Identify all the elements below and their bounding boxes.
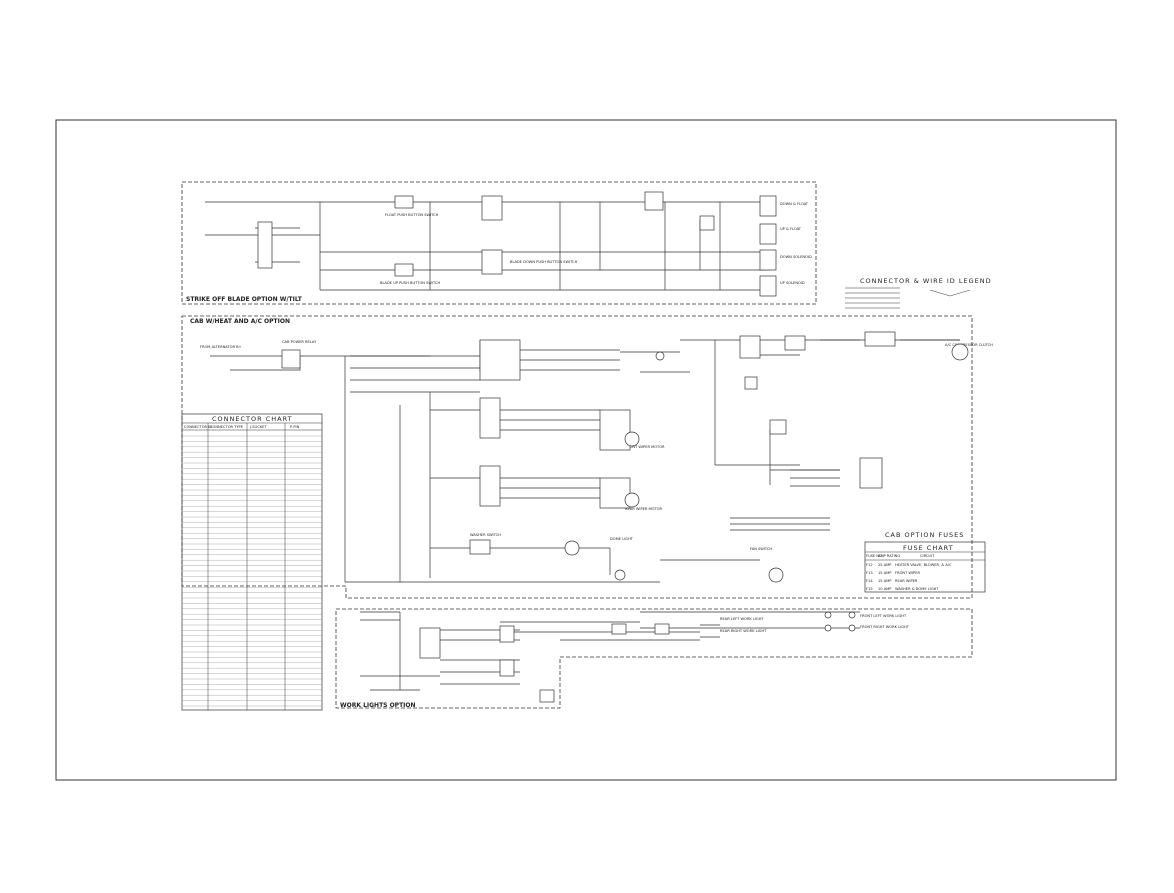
rear-right-work-label: REAR RIGHT WORK LIGHT [720, 629, 767, 633]
svg-text:F15: F15 [866, 587, 873, 591]
cab-hvac-section: CAB W/HEAT AND A/C OPTION FROM ALTERNATO… [181, 315, 993, 599]
legend-title: CONNECTOR & WIRE ID LEGEND [860, 277, 992, 285]
fuse-chart-title: CAB OPTION FUSES [885, 531, 964, 539]
fuse-row: F13 15 AMP FRONT WIPER [866, 571, 920, 575]
dome-light-label: DOME LIGHT [610, 537, 634, 541]
cab-hvac-title: CAB W/HEAT AND A/C OPTION [190, 318, 290, 325]
fuse-row: F15 10 AMP WASHER & DOME LIGHT [866, 587, 939, 591]
fan-switch-label: FAN SWITCH [750, 547, 772, 551]
strike-off-title: STRIKE OFF BLADE OPTION W/TILT [186, 296, 303, 303]
strike-off-section: STRIKE OFF BLADE OPTION W/TILT [181, 181, 817, 305]
cc-col-1: CONNECTOR TYPE [210, 425, 244, 429]
svg-text:F14: F14 [866, 579, 873, 583]
page-border [55, 119, 1117, 781]
svg-text:25 AMP: 25 AMP [878, 563, 892, 567]
fuse-col-2: CIRCUIT [920, 554, 935, 558]
svg-text:UP & FLOAT: UP & FLOAT [780, 227, 802, 231]
cc-col-3: P-PIN [290, 425, 300, 429]
blade-down-switch-label: BLADE DOWN PUSH BUTTON SWITCH [510, 260, 578, 264]
wire-legend: CONNECTOR & WIRE ID LEGEND [845, 277, 992, 309]
svg-text:FRONT WIPER: FRONT WIPER [895, 571, 920, 575]
front-right-work-label: FRONT RIGHT WORK LIGHT [860, 625, 910, 629]
rear-wiper-motor-label: REAR WIPER MOTOR [625, 507, 663, 511]
svg-text:WASHER & DOME LIGHT: WASHER & DOME LIGHT [895, 587, 939, 591]
connector-chart: CONNECTOR CHART CONNECTOR ID CONNECTOR T… [181, 413, 323, 711]
cc-col-2: J-SOCKET [249, 425, 267, 429]
svg-text:F13: F13 [866, 571, 873, 575]
svg-text:F12: F12 [866, 563, 873, 567]
front-wiper-motor-label: FRONT WIPER MOTOR [625, 445, 665, 449]
washer-switch-label: WASHER SWITCH [470, 533, 501, 537]
float-switch-label: FLOAT PUSH BUTTON SWITCH [385, 213, 439, 217]
svg-text:DOWN SOLENOID: DOWN SOLENOID [780, 255, 812, 259]
svg-text:10 AMP: 10 AMP [878, 587, 892, 591]
cab-power-relay-label: CAB POWER RELAY [282, 340, 317, 344]
fuse-chart: CAB OPTION FUSES FUSE CHART FUSE NO. AMP… [864, 531, 986, 593]
cc-col-0: CONNECTOR ID [184, 425, 212, 429]
svg-text:DOWN & FLOAT: DOWN & FLOAT [780, 202, 809, 206]
svg-text:15 AMP: 15 AMP [878, 579, 892, 583]
ac-clutch-label: A/C COMPRESSOR CLUTCH [945, 343, 993, 347]
connector-chart-title: CONNECTOR CHART [212, 415, 293, 423]
svg-text:HEATER VALVE, BLOWER, & A/C: HEATER VALVE, BLOWER, & A/C [895, 563, 952, 567]
svg-text:REAR WIPER: REAR WIPER [895, 579, 918, 583]
blade-up-switch-label: BLADE UP PUSH BUTTON SWITCH [380, 281, 441, 285]
fuse-row: F14 15 AMP REAR WIPER [866, 579, 918, 583]
fuse-col-1: AMP RATING [878, 554, 900, 558]
svg-text:15 AMP: 15 AMP [878, 571, 892, 575]
svg-text:UP SOLENOID: UP SOLENOID [780, 281, 805, 285]
fuse-chart-subtitle: FUSE CHART [903, 544, 954, 552]
work-lights-section: WORK LIGHTS OPTION FRONT LEFT WORK LIGHT… [335, 608, 973, 709]
cab-hvac-frame [181, 315, 973, 599]
front-left-work-label: FRONT LEFT WORK LIGHT [860, 614, 907, 618]
rear-left-work-label: REAR LEFT WORK LIGHT [720, 617, 764, 621]
fuse-col-0: FUSE NO. [866, 554, 883, 558]
from-alternator-label: FROM ALTERNATOR B+ [200, 345, 242, 349]
work-lights-frame [335, 608, 973, 709]
work-lights-title: WORK LIGHTS OPTION [340, 702, 416, 709]
fuse-row: F12 25 AMP HEATER VALVE, BLOWER, & A/C [866, 563, 952, 567]
